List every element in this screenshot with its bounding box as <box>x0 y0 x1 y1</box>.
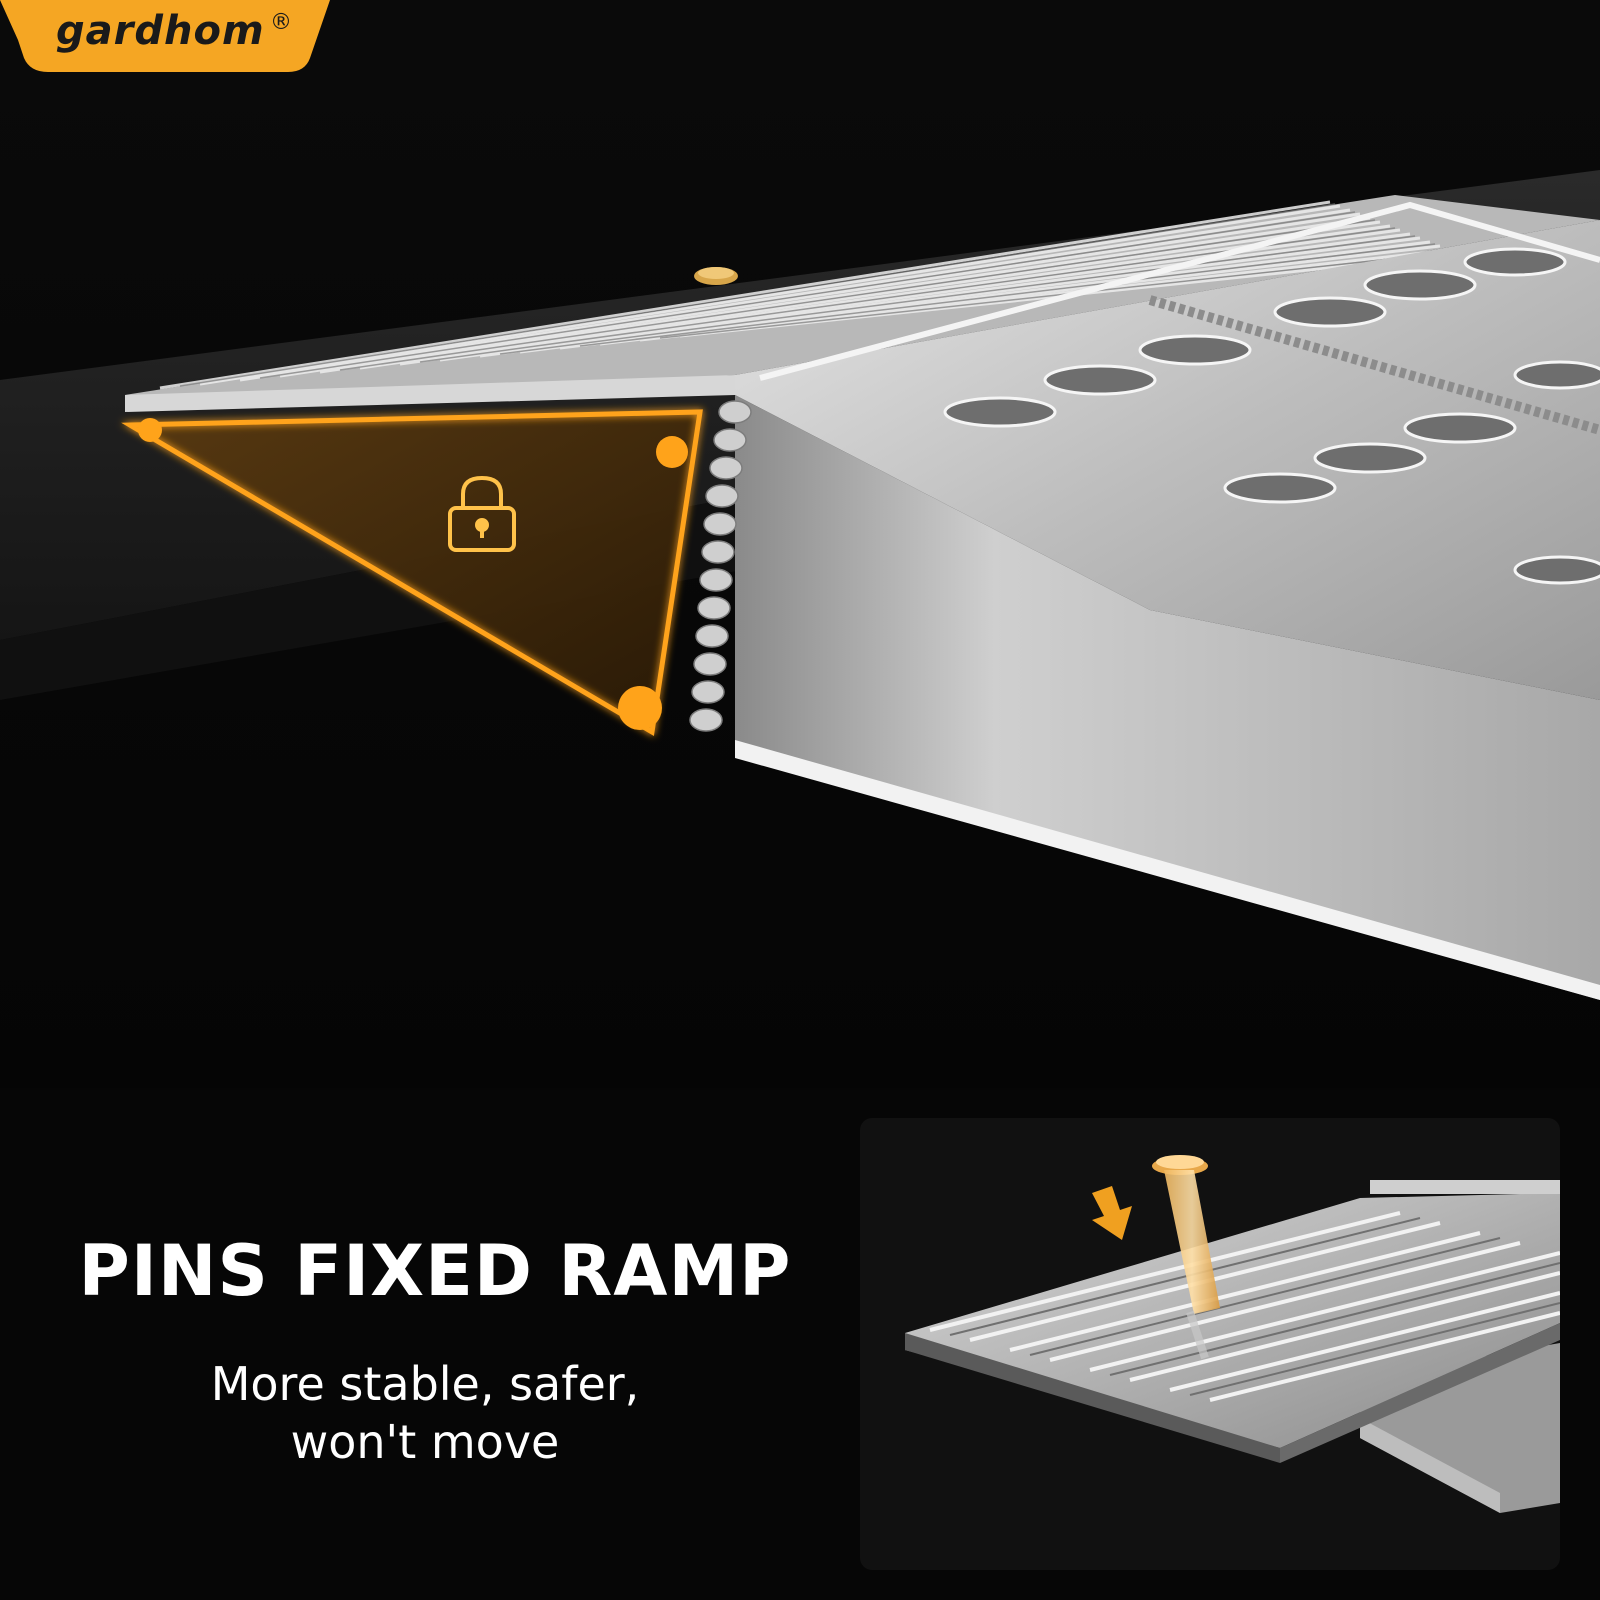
pin-icon <box>1152 1155 1220 1360</box>
brand-logo: gardhom <box>56 8 265 54</box>
pin-detail-inset <box>860 1118 1560 1570</box>
lock-icon <box>448 475 516 552</box>
ramp-illustration <box>0 0 1600 1088</box>
registered-mark: ® <box>270 10 292 35</box>
arrow-down-icon <box>1092 1186 1132 1240</box>
brand-badge <box>0 0 330 72</box>
pin-detail-illustration <box>905 1155 1560 1513</box>
subtext-line1: More stable, safer, <box>210 1357 640 1411</box>
subtext-line2: won't move <box>290 1415 560 1469</box>
subtext: More stable, safer, won't move <box>0 1355 850 1471</box>
headline: PINS FIXED RAMP <box>78 1230 792 1312</box>
hero-photo: gardhom ® <box>0 0 1600 1088</box>
bracket-highlight <box>121 409 703 737</box>
